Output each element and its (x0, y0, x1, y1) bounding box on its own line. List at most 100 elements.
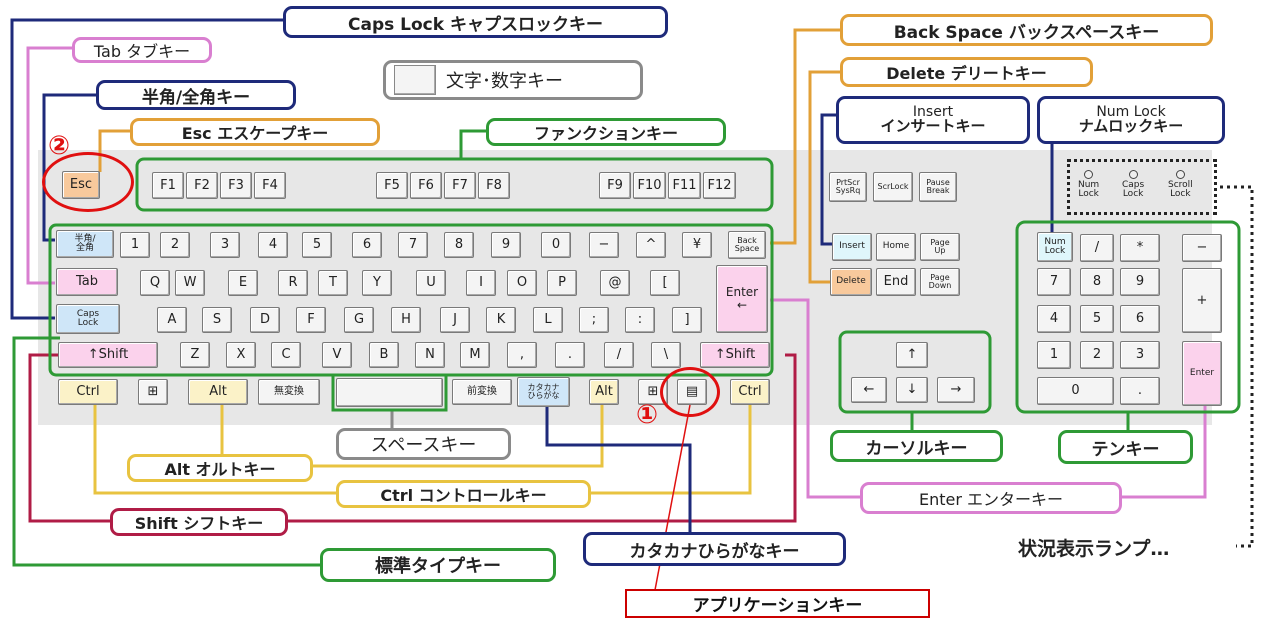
key-m[interactable]: M (460, 342, 490, 368)
right-ctrl-key[interactable]: Ctrl (730, 379, 770, 405)
key-9[interactable]: 9 (491, 232, 521, 258)
left-bracket-key[interactable]: [ (650, 270, 680, 296)
key-x[interactable]: X (226, 342, 256, 368)
yen-key[interactable]: ¥ (682, 232, 712, 258)
backslash-key[interactable]: \ (651, 342, 681, 368)
delete-key[interactable]: Delete (830, 268, 872, 296)
left-windows-key[interactable]: ⊞ (138, 379, 168, 405)
period-key[interactable]: . (555, 342, 585, 368)
numpad-multiply-key[interactable]: * (1120, 234, 1160, 262)
slash-key[interactable]: / (604, 342, 634, 368)
key-v[interactable]: V (322, 342, 352, 368)
key-c[interactable]: C (271, 342, 301, 368)
key-1[interactable]: 1 (120, 232, 150, 258)
left-ctrl-key[interactable]: Ctrl (58, 379, 118, 405)
numpad-1-key[interactable]: 1 (1037, 341, 1071, 369)
key-i[interactable]: I (466, 270, 496, 296)
numpad-2-key[interactable]: 2 (1080, 341, 1114, 369)
key-5[interactable]: 5 (302, 232, 332, 258)
key-e[interactable]: E (228, 270, 258, 296)
f11-key[interactable]: F11 (668, 172, 701, 199)
key-6[interactable]: 6 (352, 232, 382, 258)
key-n[interactable]: N (415, 342, 445, 368)
key-4[interactable]: 4 (258, 232, 288, 258)
f9-key[interactable]: F9 (599, 172, 631, 199)
key-j[interactable]: J (440, 307, 470, 333)
semicolon-key[interactable]: ; (579, 307, 609, 333)
f7-key[interactable]: F7 (444, 172, 476, 199)
numpad-7-key[interactable]: 7 (1037, 268, 1071, 296)
enter-key[interactable]: Enter ← (716, 265, 768, 333)
pause-break-key[interactable]: Pause Break (919, 172, 957, 202)
key-t[interactable]: T (318, 270, 348, 296)
numpad-divide-key[interactable]: / (1080, 234, 1114, 262)
key-h[interactable]: H (391, 307, 421, 333)
kana-key[interactable]: カタカナ ひらがな (517, 377, 570, 407)
key-s[interactable]: S (202, 307, 232, 333)
muhenkan-key[interactable]: 無変換 (258, 379, 320, 405)
key-y[interactable]: Y (362, 270, 392, 296)
caret-key[interactable]: ^ (636, 232, 666, 258)
caps-lock-key[interactable]: Caps Lock (56, 304, 120, 334)
numpad-6-key[interactable]: 6 (1120, 305, 1160, 333)
key-q[interactable]: Q (140, 270, 170, 296)
space-key[interactable] (336, 378, 443, 407)
key-7[interactable]: 7 (398, 232, 428, 258)
print-screen-key[interactable]: PrtScr SysRq (829, 172, 867, 202)
numpad-numlock-key[interactable]: Num Lock (1037, 232, 1073, 262)
f4-key[interactable]: F4 (254, 172, 286, 199)
key-w[interactable]: W (175, 270, 205, 296)
home-key[interactable]: Home (876, 233, 916, 261)
comma-key[interactable]: , (507, 342, 537, 368)
key-u[interactable]: U (416, 270, 446, 296)
hankaku-zenkaku-key[interactable]: 半角/ 全角 (56, 230, 114, 258)
numpad-8-key[interactable]: 8 (1080, 268, 1114, 296)
arrow-left-key[interactable]: ← (851, 377, 887, 403)
tab-key[interactable]: Tab (56, 268, 118, 296)
key-z[interactable]: Z (180, 342, 210, 368)
key-d[interactable]: D (250, 307, 280, 333)
left-alt-key[interactable]: Alt (188, 379, 248, 405)
at-key[interactable]: @ (600, 270, 630, 296)
end-key[interactable]: End (876, 268, 916, 296)
numpad-plus-key[interactable]: + (1182, 268, 1222, 333)
colon-key[interactable]: : (625, 307, 655, 333)
key-l[interactable]: L (533, 307, 563, 333)
f2-key[interactable]: F2 (186, 172, 218, 199)
arrow-down-key[interactable]: ↓ (896, 377, 928, 403)
key-r[interactable]: R (278, 270, 308, 296)
key-b[interactable]: B (369, 342, 399, 368)
f5-key[interactable]: F5 (376, 172, 408, 199)
henkan-key[interactable]: 前変換 (452, 379, 512, 405)
key-a[interactable]: A (157, 307, 187, 333)
left-shift-key[interactable]: ↑Shift (58, 342, 158, 368)
key-g[interactable]: G (344, 307, 374, 333)
key-p[interactable]: P (547, 270, 577, 296)
insert-key[interactable]: Insert (832, 233, 872, 261)
key-3[interactable]: 3 (210, 232, 240, 258)
right-bracket-key[interactable]: ] (672, 307, 702, 333)
key-f[interactable]: F (296, 307, 326, 333)
numpad-9-key[interactable]: 9 (1120, 268, 1160, 296)
numpad-3-key[interactable]: 3 (1120, 341, 1160, 369)
numpad-5-key[interactable]: 5 (1080, 305, 1114, 333)
page-up-key[interactable]: Page Up (920, 233, 960, 261)
backspace-key[interactable]: Back Space (728, 231, 766, 259)
numpad-0-key[interactable]: 0 (1037, 377, 1114, 405)
key-0[interactable]: 0 (541, 232, 571, 258)
minus-key[interactable]: − (589, 232, 619, 258)
arrow-right-key[interactable]: → (937, 377, 975, 403)
arrow-up-key[interactable]: ↑ (896, 342, 928, 368)
right-shift-key[interactable]: ↑Shift (700, 342, 770, 368)
numpad-enter-key[interactable]: Enter (1182, 341, 1222, 406)
f10-key[interactable]: F10 (633, 172, 666, 199)
page-down-key[interactable]: Page Down (920, 268, 960, 296)
f8-key[interactable]: F8 (478, 172, 510, 199)
key-k[interactable]: K (486, 307, 516, 333)
numpad-minus-key[interactable]: − (1182, 234, 1222, 262)
right-alt-key[interactable]: Alt (589, 379, 619, 405)
scroll-lock-key[interactable]: ScrLock (873, 172, 913, 202)
f1-key[interactable]: F1 (152, 172, 184, 199)
f12-key[interactable]: F12 (703, 172, 736, 199)
numpad-4-key[interactable]: 4 (1037, 305, 1071, 333)
